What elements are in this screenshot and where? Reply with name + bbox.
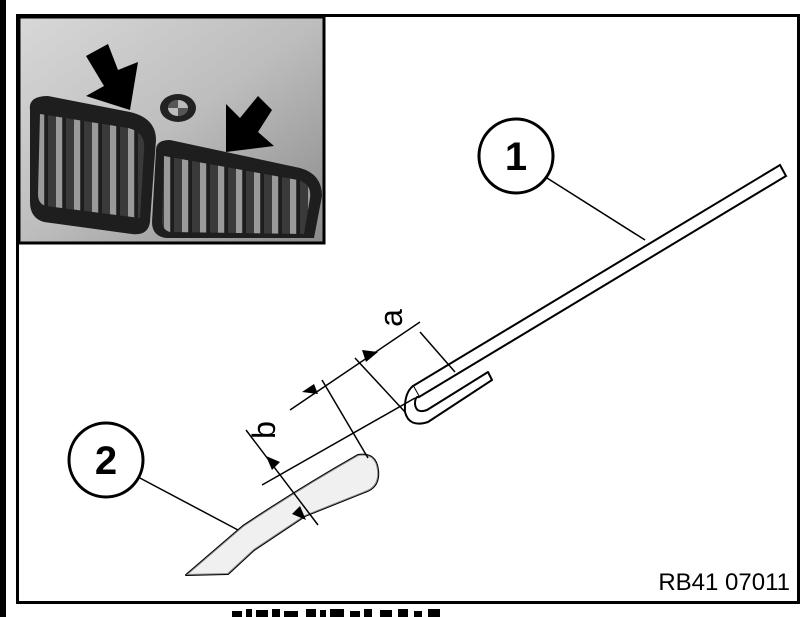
callout-2-leader <box>137 476 239 531</box>
wire-tool <box>403 163 788 425</box>
callout-2-label: 2 <box>95 439 117 483</box>
dimension-lines <box>137 177 646 531</box>
left-margin-rule <box>0 0 6 617</box>
left-kidney-grille <box>29 96 156 235</box>
callout-1-label: 1 <box>505 135 527 179</box>
cut-off-caption <box>232 606 462 617</box>
dimension-a-label: a <box>373 309 409 327</box>
bmw-roundel-icon <box>160 94 196 122</box>
arrow-down-left-icon <box>226 96 274 152</box>
callout-1: 1 <box>477 117 555 195</box>
inset-photo <box>17 15 326 245</box>
grille-edge <box>185 453 380 576</box>
reference-code: RB41 07011 <box>658 569 790 596</box>
dimension-arrowheads <box>266 350 378 520</box>
callout-2: 2 <box>67 421 145 499</box>
right-kidney-grille <box>152 140 322 238</box>
callout-1-leader <box>546 177 646 241</box>
dimension-b-label: b <box>246 421 282 439</box>
arrow-down-right-icon <box>86 44 138 110</box>
